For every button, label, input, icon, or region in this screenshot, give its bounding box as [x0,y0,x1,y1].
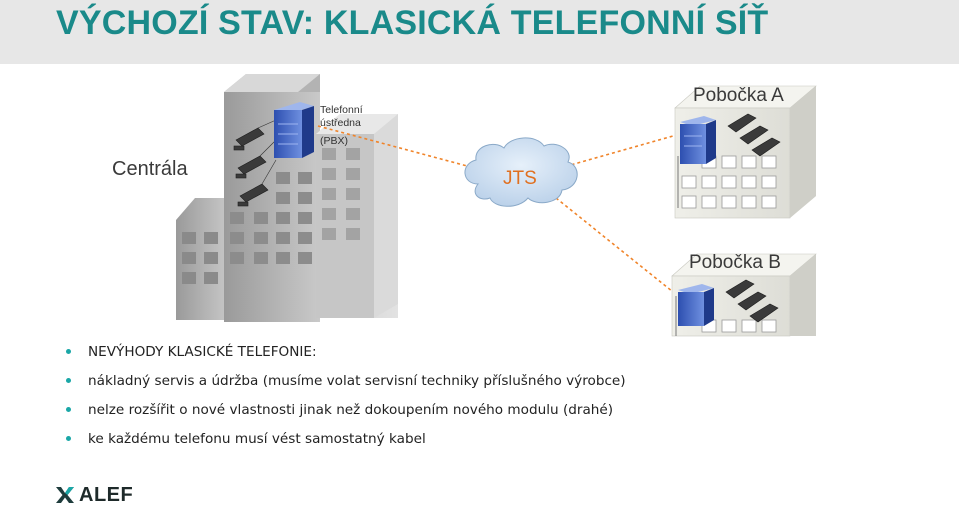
branch-b-building [671,253,817,337]
central-phones-icon [233,119,277,207]
connection-lines [317,125,681,297]
alef-logo: ALEF [55,484,135,511]
jts-cloud [464,137,578,207]
bullet-text: NEVÝHODY KLASICKÉ TELEFONIE: [88,344,317,360]
bullet-dot-icon [66,407,71,412]
branch-a-phones-icon [727,113,781,157]
bullet-dot-icon [66,378,71,383]
bullet-text: nákladný servis a údržba (musíme volat s… [88,373,626,389]
page-title: VÝCHOZÍ STAV: KLASICKÁ TELEFONNÍ SÍŤ [56,4,769,42]
pbx-label-line1: Telefonní [320,104,363,116]
pobocka-b-label: Pobočka B [689,252,781,273]
centrala-label: Centrála [112,158,188,180]
pobocka-a-label: Pobočka A [693,85,784,106]
bullet-item: nelze rozšířit o nové vlastnosti jinak n… [66,400,626,429]
alef-x-icon [56,487,74,503]
bullet-list: NEVÝHODY KLASICKÉ TELEFONIE: nákladný se… [66,342,626,458]
bullet-text: nelze rozšířit o nové vlastnosti jinak n… [88,402,614,418]
pbx-label-line2: ústředna [320,117,361,129]
branch-a-building [674,85,817,219]
bullet-dot-icon [66,349,71,354]
title-bar: VÝCHOZÍ STAV: KLASICKÁ TELEFONNÍ SÍŤ [0,0,959,64]
branch-b-phones-icon [725,279,779,323]
bullet-dot-icon [66,436,71,441]
pbx-label-line3: (PBX) [320,135,349,147]
jts-label: JTS [503,168,537,189]
bullet-text: ke každému telefonu musí vést samostatný… [88,431,426,447]
bullet-item: nákladný servis a údržba (musíme volat s… [66,371,626,400]
bullet-item: NEVÝHODY KLASICKÉ TELEFONIE: [66,342,626,371]
alef-logo-text: ALEF [79,484,134,506]
network-diagram [176,74,817,337]
pbx-server-icon [274,102,314,158]
bullet-item: ke každému telefonu musí vést samostatný… [66,429,626,458]
